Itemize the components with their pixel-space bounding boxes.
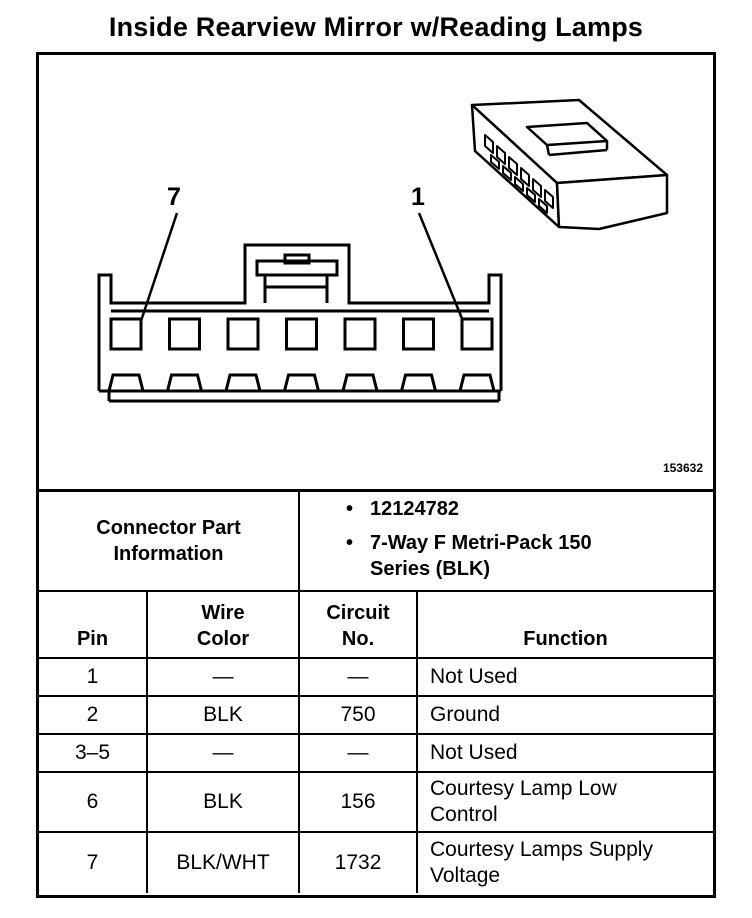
- cell-wire: BLK: [145, 771, 301, 833]
- cell-function: Not Used: [416, 657, 714, 697]
- pin-label-1: 1: [411, 183, 425, 211]
- leader-line-pin-1: [417, 212, 465, 322]
- connector-info-item: • 12124782: [346, 496, 713, 522]
- latch-top: [255, 259, 339, 277]
- iso-side-face: [555, 173, 669, 231]
- table-row: 1 — — Not Used: [39, 657, 714, 697]
- pinout-table: Connector Part Information • 12124782 • 7-…: [39, 489, 714, 893]
- connector-figure: 7 1 153632: [39, 55, 713, 489]
- iso-latch-edge: [548, 148, 608, 157]
- cavity: [109, 317, 143, 351]
- cell-circuit: —: [298, 733, 419, 773]
- cavity-key: [107, 373, 145, 392]
- table-header-row: Pin Wire Color Circuit No. Function: [39, 590, 714, 659]
- cell-pin: 7: [39, 831, 148, 893]
- table-row: 2 BLK 750 Ground: [39, 695, 714, 735]
- cell-function: Not Used: [416, 733, 714, 773]
- cell-function: Ground: [416, 695, 714, 735]
- part-number: 12124782: [370, 498, 459, 520]
- cavity-key: [166, 373, 203, 392]
- leader-line-pin-7: [139, 212, 179, 322]
- connector-info-values: • 12124782 • 7-Way F Metri-Pack 150 Series…: [298, 489, 714, 592]
- connector-diagram: [97, 98, 669, 403]
- cavity: [402, 317, 435, 351]
- pin-label-7: 7: [167, 183, 181, 211]
- cell-function: Courtesy Lamps Supply Voltage: [416, 831, 714, 893]
- header-function: Function: [416, 590, 714, 659]
- connector-info-label: Connector Part Information: [39, 489, 301, 592]
- cell-function: Courtesy Lamp Low Control: [416, 771, 714, 833]
- cavity-key: [283, 373, 320, 392]
- table-row: 6 BLK 156 Courtesy Lamp Low Control: [39, 771, 714, 833]
- cell-wire: BLK: [145, 695, 301, 735]
- cell-pin: 3–5: [39, 733, 148, 773]
- connector-body-outline: [97, 243, 503, 391]
- figure-id: 153632: [662, 461, 703, 475]
- header-wire-color: Wire Color: [145, 590, 301, 659]
- bullet: •: [346, 498, 354, 520]
- cavity: [285, 317, 318, 351]
- cell-wire: —: [145, 733, 301, 773]
- connector-isometric-view: [470, 98, 669, 231]
- cell-pin: 2: [39, 695, 148, 735]
- connector-info-row: Connector Part Information • 12124782 • 7-…: [39, 489, 714, 592]
- cell-circuit: 750: [298, 695, 419, 735]
- connector-front-view: [97, 212, 503, 403]
- table-row: 7 BLK/WHT 1732 Courtesy Lamps Supply Vol…: [39, 831, 714, 893]
- cavity: [460, 317, 494, 351]
- cavity-key: [224, 373, 262, 392]
- cell-circuit: 156: [298, 771, 419, 833]
- cavity-key: [458, 373, 496, 392]
- cell-wire: —: [145, 657, 301, 697]
- iso-cavities: [484, 134, 554, 214]
- cavity: [168, 317, 201, 351]
- cavity: [343, 317, 377, 351]
- connector-type: 7-Way F Metri-Pack 150 Series (BLK): [370, 532, 592, 580]
- key-group: [107, 373, 496, 392]
- cell-pin: 1: [39, 657, 148, 697]
- bullet: •: [346, 532, 354, 554]
- cell-wire: BLK/WHT: [145, 831, 301, 893]
- cavity: [226, 317, 260, 351]
- connector-frame: 7 1 153632 Connector Part Information • 1…: [36, 52, 716, 898]
- cavity-group: [109, 317, 494, 351]
- cell-circuit: —: [298, 657, 419, 697]
- iso-latch-edge: [545, 144, 551, 156]
- table-row: 3–5 — — Not Used: [39, 733, 714, 773]
- cavity-key: [400, 373, 437, 392]
- cavity-key: [341, 373, 379, 392]
- cell-circuit: 1732: [298, 831, 419, 893]
- page-title: Inside Rearview Mirror w/Reading Lamps: [108, 12, 644, 42]
- cell-pin: 6: [39, 771, 148, 833]
- header-pin: Pin: [39, 590, 148, 659]
- header-circuit: Circuit No.: [298, 590, 419, 659]
- latch-tab: [283, 253, 311, 265]
- connector-info-item: • 7-Way F Metri-Pack 150 Series (BLK): [346, 530, 630, 582]
